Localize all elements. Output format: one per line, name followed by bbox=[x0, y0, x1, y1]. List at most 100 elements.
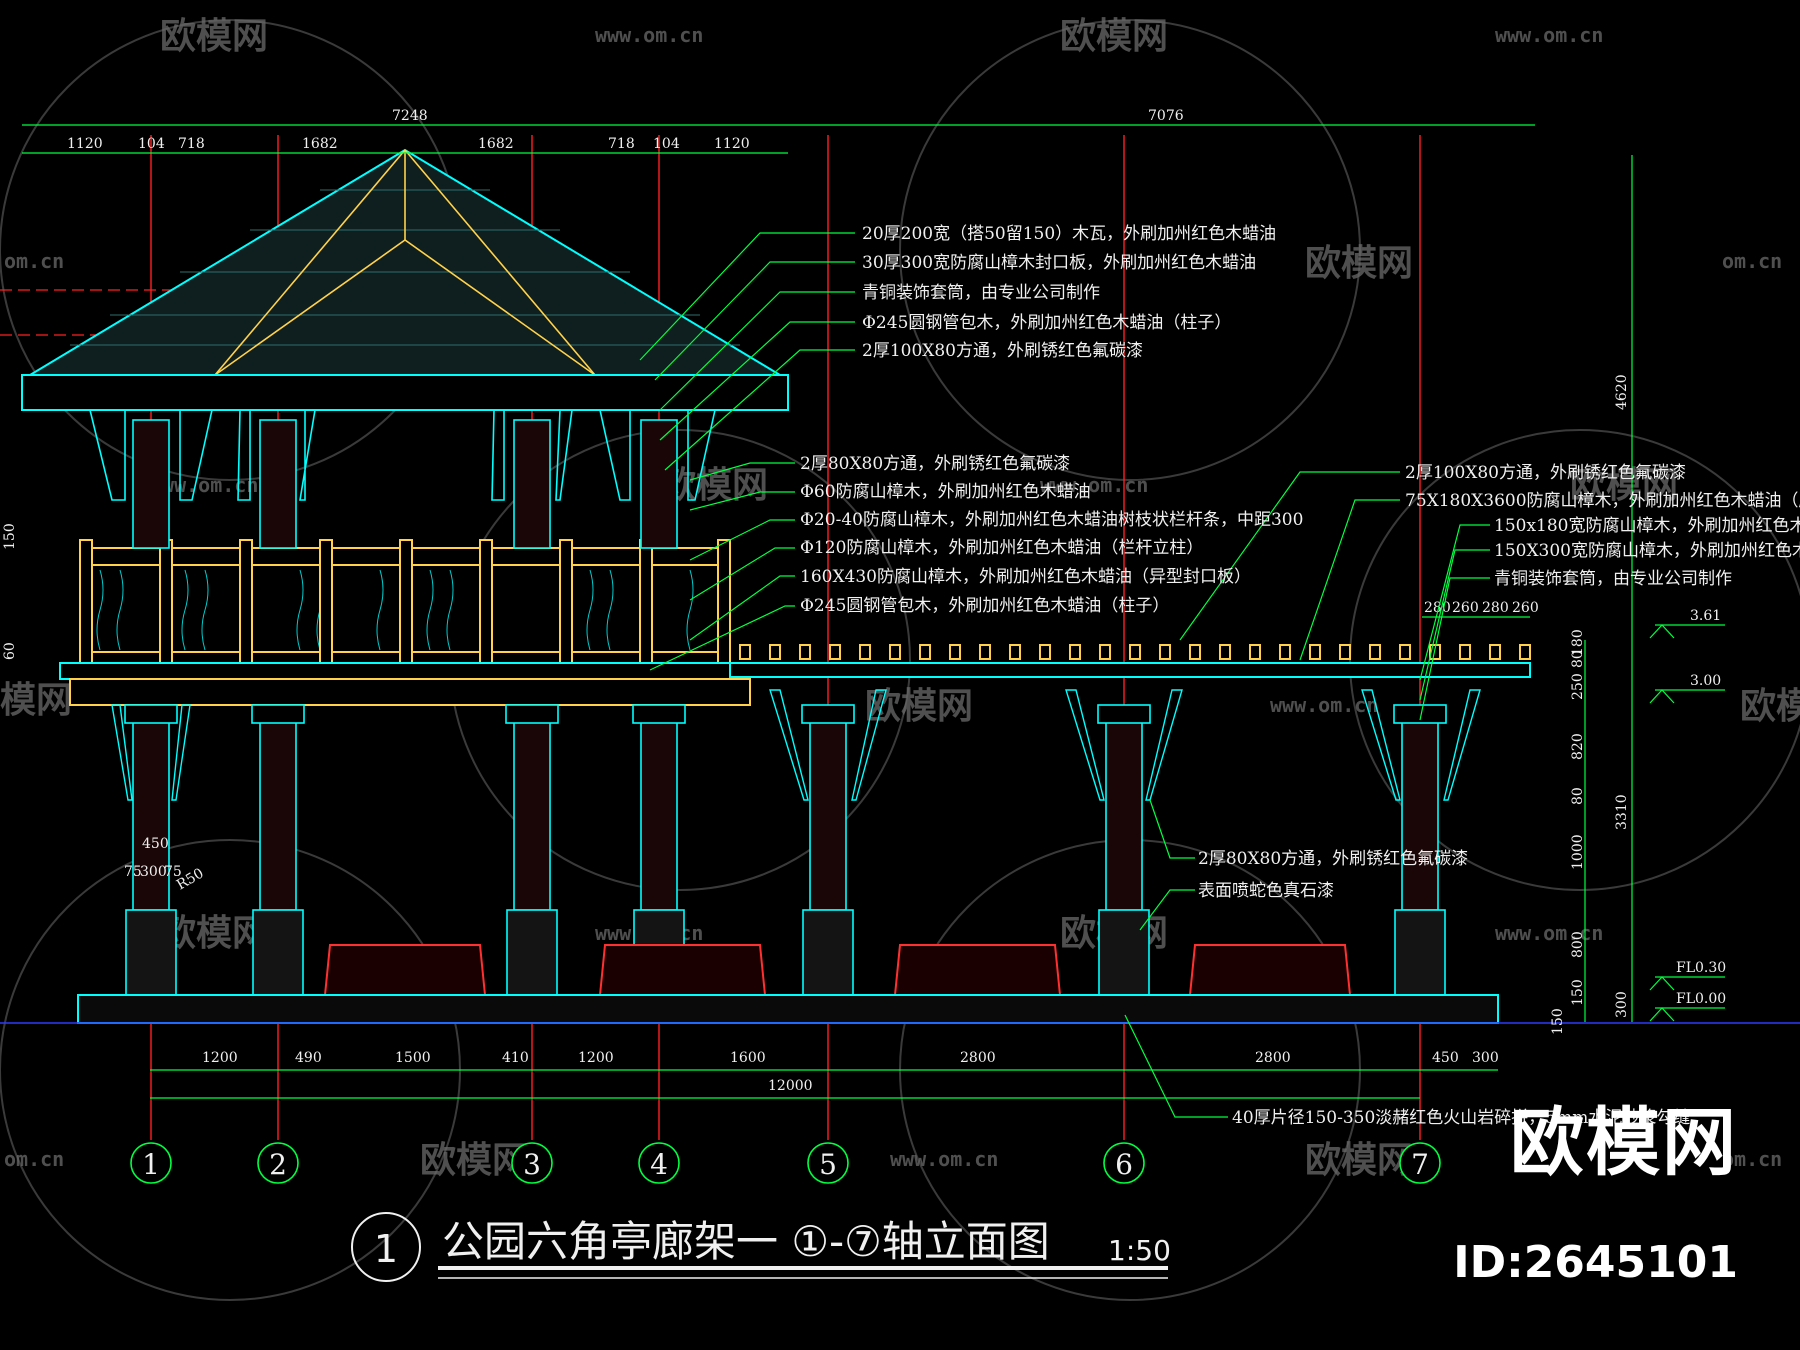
watermark-url: www.om.cn bbox=[1495, 23, 1603, 47]
left-vertical-dims: 150 60 bbox=[2, 523, 18, 660]
note-sealing-board: 160X430防腐山樟木，外刷加州红色木蜡油（异型封口板） bbox=[800, 567, 1251, 587]
watermark-url: om.cn bbox=[1722, 249, 1782, 273]
notes-pergola: 2厚100X80方通，外刷锈红色氟碳漆 75X180X3600防腐山樟木，外刷加… bbox=[1405, 463, 1800, 589]
watermark-url: www.om.cn bbox=[1495, 921, 1603, 945]
lower-columns bbox=[111, 689, 1481, 996]
leader-lines bbox=[639, 232, 1490, 1118]
svg-text:450: 450 bbox=[142, 836, 169, 852]
level-fl0-30: FL0.30 bbox=[1676, 960, 1726, 976]
svg-text:2800: 2800 bbox=[1255, 1050, 1291, 1066]
watermark-url: www.om.cn bbox=[595, 23, 703, 47]
watermark-url: om.cn bbox=[4, 249, 64, 273]
watermark-logo: 欧模网 bbox=[660, 465, 768, 506]
svg-text:104: 104 bbox=[653, 136, 680, 152]
svg-text:3310: 3310 bbox=[1614, 794, 1630, 830]
note-pergola-strip: 75X180X3600防腐山樟木，外刷加州红色木蜡油（廊架条） bbox=[1405, 491, 1800, 511]
note-railing-top: Φ60防腐山樟木，外刷加州红色木蜡油 bbox=[800, 482, 1091, 502]
beams bbox=[59, 644, 1531, 706]
notes-lower: 2厚80X80方通，外刷锈红色氟碳漆 表面喷蛇色真石漆 40厚片径150-350… bbox=[1198, 849, 1690, 1128]
level-markers: 3.61 3.00 FL0.30 FL0.00 bbox=[1649, 608, 1726, 1022]
svg-text:280: 280 bbox=[1482, 600, 1509, 616]
svg-text:1120: 1120 bbox=[714, 136, 750, 152]
drawing-title: 1 公园六角亭廊架一 ①-⑦轴立面图 1:50 bbox=[351, 1212, 1171, 1282]
watermark-logo: 欧模网 bbox=[1305, 1140, 1413, 1181]
svg-text:150: 150 bbox=[1570, 979, 1586, 1006]
brand-logo: 欧模网 bbox=[1510, 1100, 1738, 1186]
svg-text:718: 718 bbox=[178, 136, 205, 152]
svg-text:75: 75 bbox=[164, 864, 182, 880]
svg-text:1600: 1600 bbox=[730, 1050, 766, 1066]
svg-text:260: 260 bbox=[1512, 600, 1539, 616]
title-scale: 1:50 bbox=[1108, 1234, 1171, 1267]
svg-text:2800: 2800 bbox=[960, 1050, 996, 1066]
notes-railing: 2厚80X80方通，外刷锈红色氟碳漆 Φ60防腐山樟木，外刷加州红色木蜡油 Φ2… bbox=[800, 454, 1303, 616]
note-bronze-sleeve: 青铜装饰套筒，由专业公司制作 bbox=[862, 283, 1100, 303]
note-roof-tile: 20厚200宽（搭50留150）木瓦，外刷加州红色木蜡油 bbox=[862, 224, 1276, 244]
level-3-00: 3.00 bbox=[1690, 673, 1721, 689]
svg-text:1682: 1682 bbox=[302, 136, 338, 152]
note-pergola-beam-150x180: 150x180宽防腐山樟木，外刷加州红色木蜡油 bbox=[1494, 516, 1800, 536]
roof-fascia bbox=[21, 374, 789, 411]
note-railing-tube: 2厚80X80方通，外刷锈红色氟碳漆 bbox=[800, 454, 1070, 474]
title-number: 1 bbox=[374, 1227, 398, 1271]
dim-total: 12000 bbox=[768, 1078, 813, 1094]
svg-text:260: 260 bbox=[1452, 600, 1479, 616]
svg-text:718: 718 bbox=[608, 136, 635, 152]
svg-text:1120: 1120 bbox=[67, 136, 103, 152]
notes-roof: 20厚200宽（搭50留150）木瓦，外刷加州红色木蜡油 30厚300宽防腐山樟… bbox=[862, 224, 1276, 361]
level-fl0-00: FL0.00 bbox=[1676, 991, 1726, 1007]
hex-roof bbox=[21, 148, 789, 411]
top-dimension-segments: 1120 104 718 1682 1682 718 104 1120 bbox=[67, 136, 750, 152]
note-steel-column: Φ245圆钢管包木，外刷加州红色木蜡油（柱子） bbox=[862, 313, 1231, 333]
note-railing-bars: Φ20-40防腐山樟木，外刷加州红色木蜡油树枝状栏杆条，中距300 bbox=[800, 510, 1303, 530]
watermark-url: www.om.cn bbox=[1040, 473, 1148, 497]
watermark-url: www.om.cn bbox=[1270, 693, 1378, 717]
note-ground-paving: 40厚片径150-350淡赭红色火山岩碎拼，5mm水泥砂浆勾缝 bbox=[1232, 1108, 1690, 1128]
svg-text:1200: 1200 bbox=[202, 1050, 238, 1066]
watermark-logo: 欧模网 bbox=[1570, 465, 1678, 506]
note-stone-paint: 表面喷蛇色真石漆 bbox=[1198, 881, 1334, 901]
svg-text:180: 180 bbox=[1570, 629, 1586, 656]
svg-text:80: 80 bbox=[1570, 787, 1586, 805]
axis-label-6: 6 bbox=[1115, 1148, 1133, 1181]
svg-text:150: 150 bbox=[2, 523, 18, 550]
watermark-url: om.cn bbox=[1722, 1147, 1782, 1171]
watermark-logo: 欧模网 bbox=[420, 1140, 528, 1181]
upper-columns bbox=[132, 419, 678, 549]
svg-text:250: 250 bbox=[1570, 673, 1586, 700]
svg-text:104: 104 bbox=[138, 136, 165, 152]
bottom-dimension-segments: 1200 490 1500 410 1200 1600 2800 2800 45… bbox=[202, 1050, 1499, 1094]
axis-label-2: 2 bbox=[269, 1148, 287, 1181]
watermark-logo: 欧模网 bbox=[160, 16, 268, 57]
watermark-logo: 欧模网 bbox=[1060, 16, 1168, 57]
svg-text:4620: 4620 bbox=[1614, 374, 1630, 410]
svg-text:410: 410 bbox=[502, 1050, 529, 1066]
top-dimension-overall: 7248 7076 bbox=[392, 108, 1184, 124]
watermark-logo: 欧模网 bbox=[1740, 686, 1800, 727]
level-3-61: 3.61 bbox=[1690, 608, 1721, 624]
axis-label-7: 7 bbox=[1411, 1148, 1429, 1181]
svg-text:300: 300 bbox=[1472, 1050, 1499, 1066]
dimension-lines bbox=[22, 124, 1633, 1099]
svg-text:150: 150 bbox=[1550, 1008, 1566, 1035]
svg-text:80: 80 bbox=[1570, 650, 1586, 668]
svg-text:300: 300 bbox=[1614, 991, 1630, 1018]
svg-text:450: 450 bbox=[1432, 1050, 1459, 1066]
note-lower-tube: 2厚80X80方通，外刷锈红色氟碳漆 bbox=[1198, 849, 1468, 869]
watermark-url: www.om.cn bbox=[890, 1147, 998, 1171]
right-vertical-dims: 4620 3310 180 80 250 820 80 1000 800 150… bbox=[1550, 374, 1630, 1035]
note-fascia-board: 30厚300宽防腐山樟木封口板，外刷加州红色木蜡油 bbox=[862, 253, 1256, 273]
svg-text:1200: 1200 bbox=[578, 1050, 614, 1066]
svg-text:1682: 1682 bbox=[478, 136, 514, 152]
upper-brackets bbox=[88, 409, 716, 501]
note-pergola-tube: 2厚100X80方通，外刷锈红色氟碳漆 bbox=[1405, 463, 1686, 483]
axis-label-3: 3 bbox=[523, 1148, 541, 1181]
dim-7076: 7076 bbox=[1148, 108, 1184, 124]
brand-id: ID:2645101 bbox=[1453, 1237, 1738, 1288]
dim-7248: 7248 bbox=[392, 108, 428, 124]
watermark-logo: 欧模网 bbox=[160, 913, 268, 954]
title-text: 公园六角亭廊架一 ①-⑦轴立面图 bbox=[442, 1217, 1050, 1266]
ground bbox=[0, 994, 1800, 1024]
svg-text:1500: 1500 bbox=[395, 1050, 431, 1066]
